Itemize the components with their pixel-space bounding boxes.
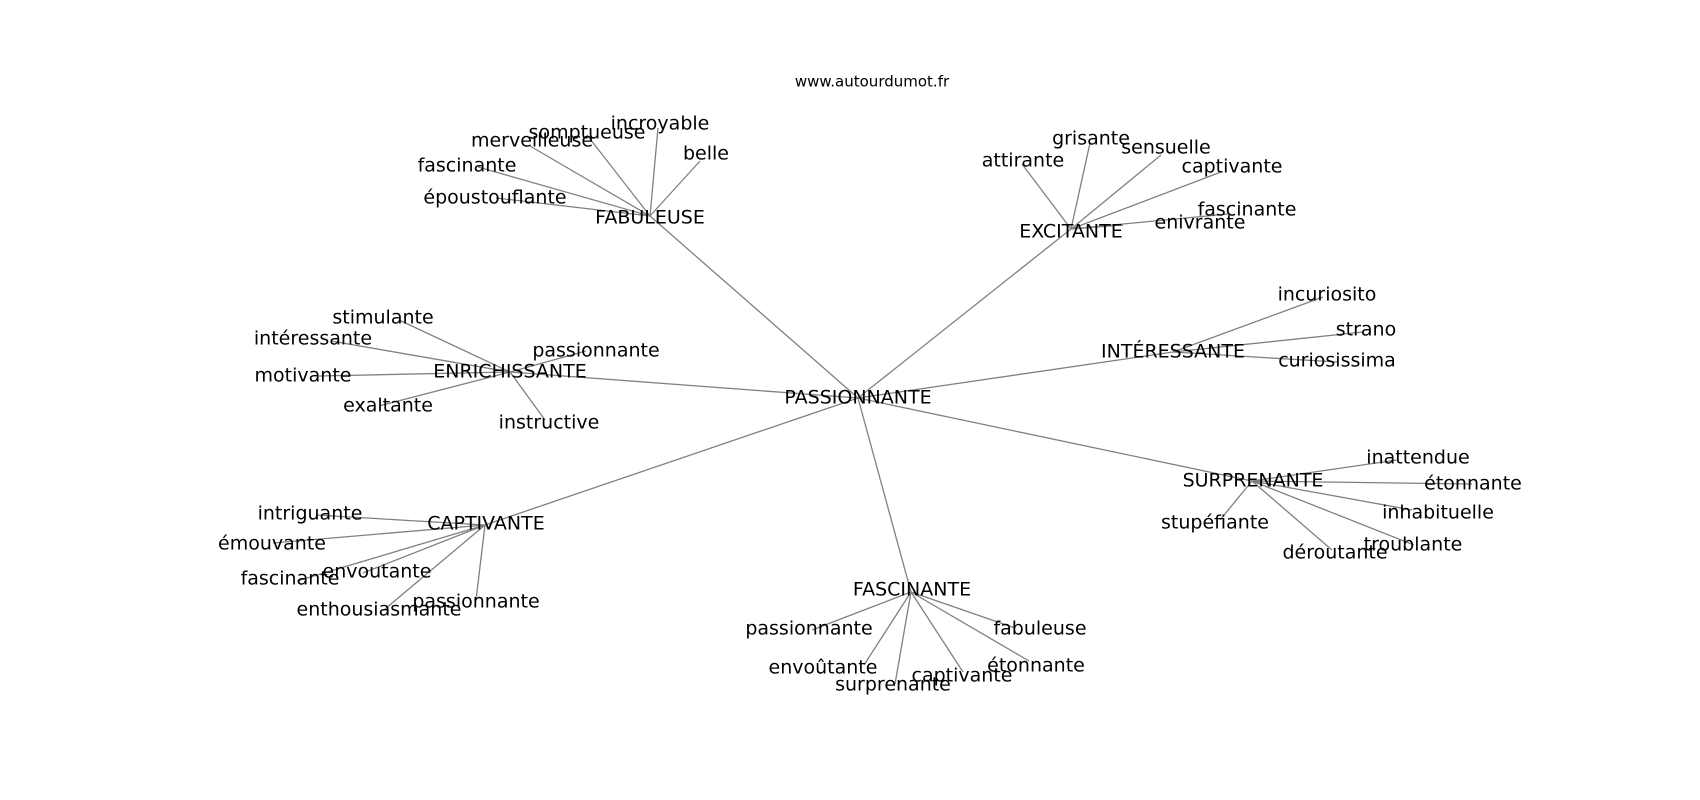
graph-edges — [272, 127, 1473, 685]
leaf-word-label[interactable]: troublante — [1364, 534, 1463, 556]
edge-root-surprenante — [857, 397, 1253, 482]
leaf-word-label[interactable]: enivrante — [1155, 212, 1246, 234]
edge-leaf — [649, 160, 701, 217]
edge-leaf — [811, 591, 912, 631]
leaf-word-label[interactable]: fascinante — [241, 568, 340, 590]
cluster-node-label[interactable]: CAPTIVANTE — [427, 513, 545, 535]
leaf-word-label[interactable]: incroyable — [611, 113, 710, 135]
edge-leaf — [910, 591, 964, 673]
leaf-word-label[interactable]: étonnante — [1424, 473, 1522, 495]
leaf-word-label[interactable]: intéressante — [254, 328, 372, 350]
leaf-word-label[interactable]: instructive — [499, 412, 600, 434]
edge-leaf — [296, 524, 486, 582]
cluster-node-label[interactable]: INTÉRESSANTE — [1101, 340, 1245, 363]
leaf-word-label[interactable]: attirante — [982, 150, 1064, 172]
leaf-word-label[interactable]: envoûtante — [769, 657, 878, 679]
leaf-word-label[interactable]: curiosissima — [1278, 350, 1396, 372]
edge-leaf — [1172, 296, 1324, 353]
edge-leaf — [910, 591, 1030, 662]
edge-leaf — [330, 340, 511, 373]
edge-leaf — [1070, 154, 1162, 230]
edge-leaf — [384, 524, 486, 610]
leaf-word-label[interactable]: somptueuse — [529, 122, 646, 144]
leaf-word-label[interactable]: déroutante — [1282, 542, 1387, 564]
leaf-word-label[interactable]: envoutante — [323, 561, 432, 583]
edge-leaf — [1172, 331, 1364, 353]
website-label: www.autourdumot.fr — [795, 73, 950, 91]
edge-leaf — [318, 371, 511, 377]
edge-leaf — [1021, 163, 1072, 230]
edge-leaf — [529, 145, 651, 217]
leaf-word-label[interactable]: belle — [683, 143, 729, 165]
leaf-word-label[interactable]: fabuleuse — [993, 618, 1086, 640]
edge-leaf — [1219, 480, 1253, 521]
leaf-word-label[interactable]: passionnante — [532, 340, 659, 362]
edge-root-enrichissante — [509, 371, 859, 399]
edge-leaf — [495, 197, 651, 217]
leaf-word-label[interactable]: strano — [1336, 319, 1396, 341]
edge-root-excitante — [857, 228, 1072, 399]
edge-leaf — [586, 134, 651, 217]
leaf-word-label[interactable]: captivante — [912, 665, 1013, 687]
cluster-node-label[interactable]: ENRICHISSANTE — [433, 361, 586, 383]
edge-leaf — [649, 127, 659, 217]
leaf-word-label[interactable]: époustouflante — [423, 187, 566, 209]
edge-leaf — [1251, 480, 1415, 546]
leaf-word-label[interactable]: étonnante — [987, 655, 1085, 677]
leaf-word-label[interactable]: passionnante — [412, 591, 539, 613]
edge-leaf — [1251, 480, 1333, 551]
leaf-word-label[interactable]: captivante — [1182, 156, 1283, 178]
leaf-word-label[interactable]: stupéfiante — [1161, 512, 1269, 534]
cluster-node-label[interactable]: SURPRENANTE — [1183, 470, 1324, 492]
edge-leaf — [509, 350, 587, 373]
leaf-word-label[interactable]: passionnante — [745, 618, 872, 640]
edge-leaf — [1251, 480, 1473, 485]
edge-leaf — [1251, 459, 1398, 482]
edge-leaf — [910, 591, 1016, 629]
edge-leaf — [315, 514, 486, 526]
edge-leaf — [475, 524, 486, 601]
edge-leaf — [362, 524, 486, 574]
leaf-word-label[interactable]: inhabituelle — [1382, 502, 1494, 524]
cluster-node-label[interactable]: FASCINANTE — [853, 579, 971, 601]
edge-leaf — [1251, 480, 1413, 511]
edge-leaf — [272, 524, 486, 544]
leaf-word-label[interactable]: fascinante — [1198, 199, 1297, 221]
root-node-label[interactable]: PASSIONNANTE — [784, 387, 931, 409]
leaf-word-label[interactable]: stimulante — [332, 307, 433, 329]
leaf-word-label[interactable]: motivante — [255, 365, 352, 387]
edge-root-captivante — [484, 397, 859, 526]
edge-leaf — [1070, 224, 1124, 230]
leaf-word-label[interactable]: enthousiasmante — [297, 599, 462, 621]
edge-leaf — [398, 319, 511, 373]
edge-leaf — [1070, 142, 1091, 230]
cluster-node-label[interactable]: EXCITANTE — [1019, 221, 1122, 243]
edge-leaf — [1070, 171, 1222, 230]
edge-leaf — [477, 166, 651, 217]
edge-root-fascinante — [857, 397, 912, 593]
leaf-word-label[interactable]: exaltante — [343, 395, 433, 417]
leaf-word-label[interactable]: surprenante — [835, 674, 951, 696]
leaf-word-label[interactable]: sensuelle — [1121, 137, 1211, 159]
edge-leaf — [378, 371, 511, 407]
edge-root-intéressante — [857, 351, 1174, 399]
edge-leaf — [509, 371, 546, 421]
leaf-word-label[interactable]: intriguante — [258, 503, 363, 525]
cluster-node-label[interactable]: FABULEUSE — [595, 207, 705, 229]
leaf-word-label[interactable]: incuriosito — [1278, 284, 1377, 306]
leaf-word-label[interactable]: grisante — [1052, 128, 1130, 150]
edge-leaf — [863, 591, 912, 666]
leaf-word-label[interactable]: fascinante — [418, 155, 517, 177]
leaf-word-label[interactable]: merveilleuse — [471, 130, 593, 152]
leaf-word-label[interactable]: émouvante — [218, 533, 326, 555]
leaf-word-label[interactable]: inattendue — [1366, 447, 1469, 469]
graph-labels: www.autourdumot.fr PASSIONNANTE FABULEUSE… — [218, 73, 1522, 696]
edge-root-fabuleuse — [649, 215, 859, 399]
edge-leaf — [1172, 351, 1338, 363]
edge-leaf — [894, 591, 912, 685]
